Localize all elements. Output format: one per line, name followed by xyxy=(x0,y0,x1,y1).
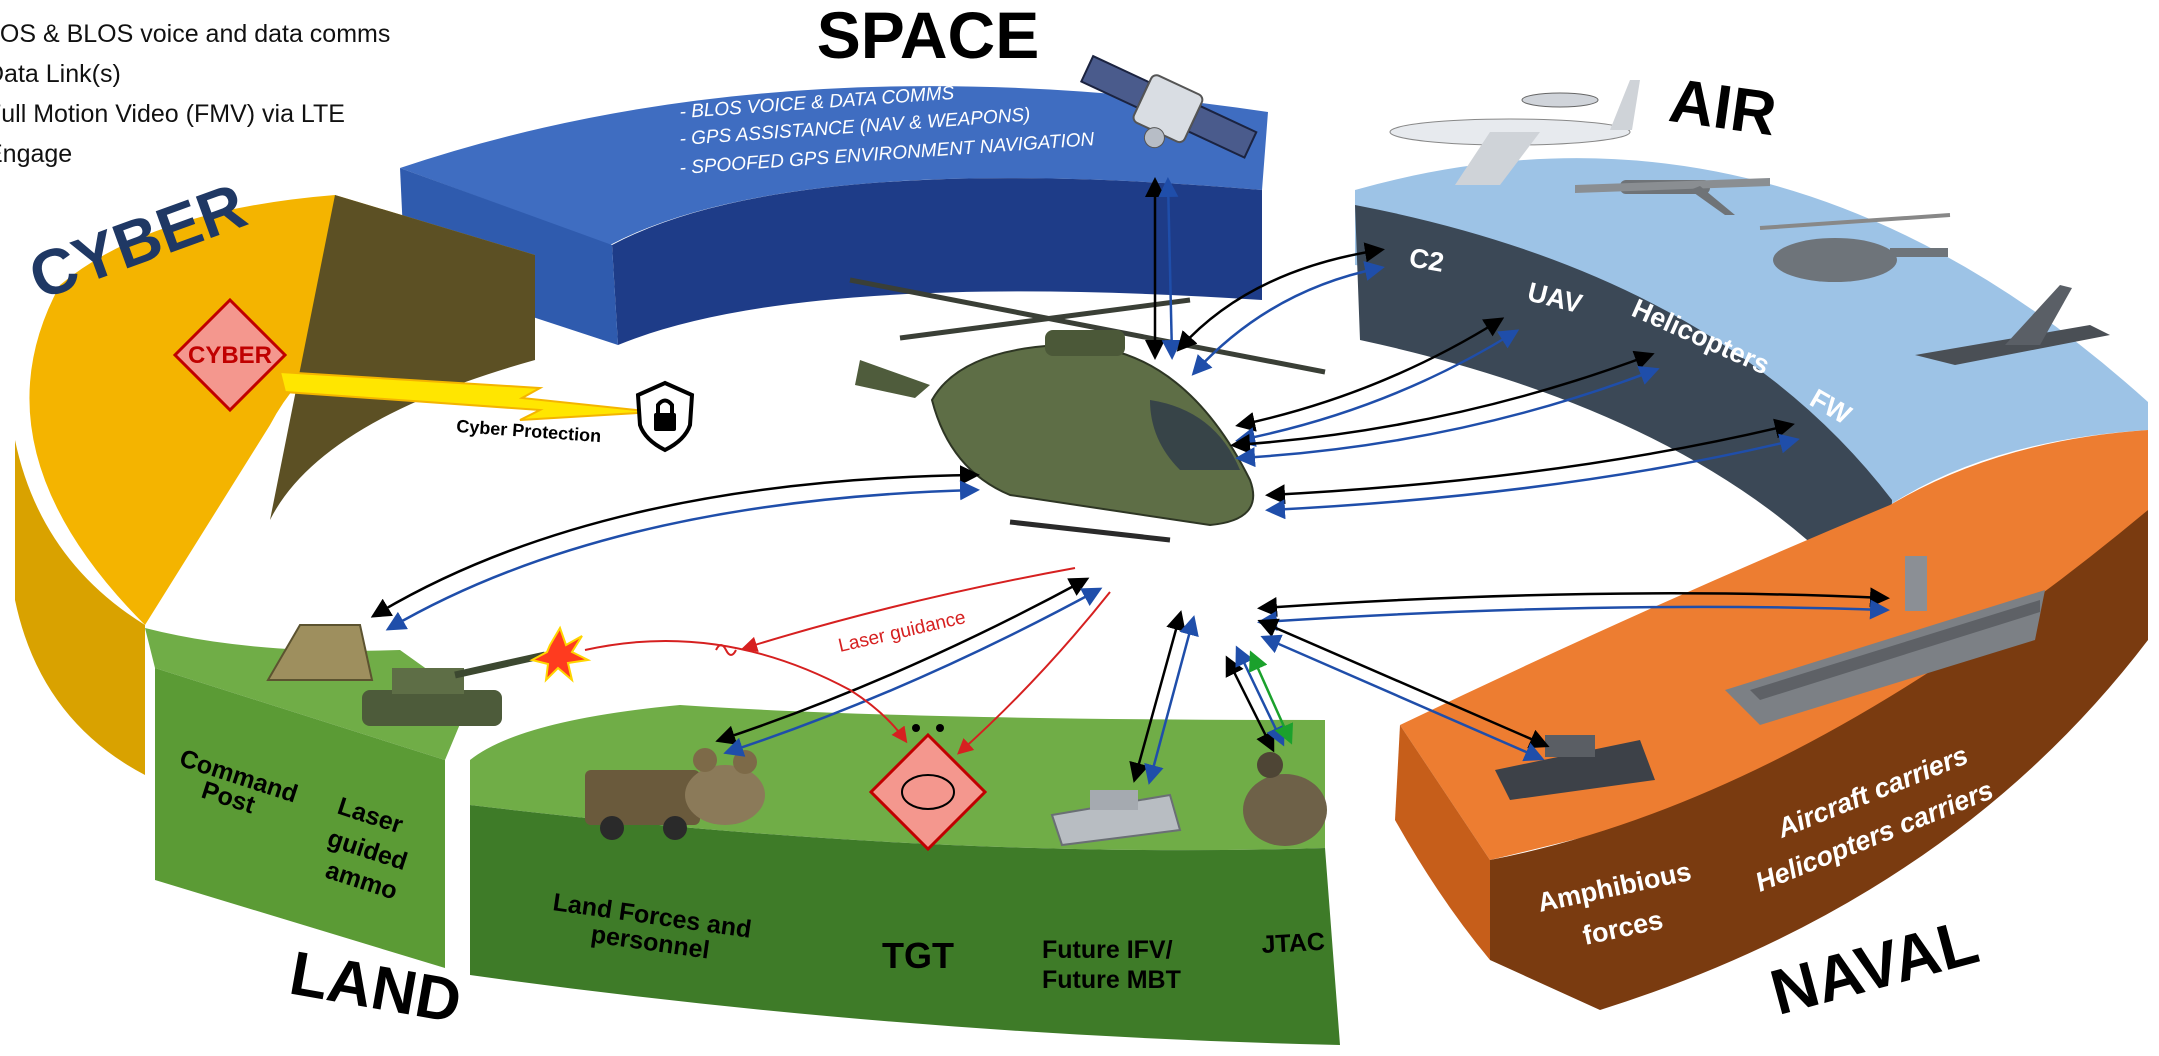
artillery-tank-icon xyxy=(362,651,546,726)
land-command-post-top xyxy=(145,628,470,760)
naval-segment-front xyxy=(1395,725,1490,960)
amphibious-boat-icon xyxy=(1495,735,1655,800)
land-command-post-front xyxy=(155,668,445,968)
cyber-segment xyxy=(15,195,535,775)
cyber-badge-label: CYBER xyxy=(188,342,272,369)
legend-item-data-link: Data Link(s) xyxy=(0,60,121,88)
cyber-segment-inner xyxy=(270,195,535,520)
laser-wave-icon xyxy=(715,644,737,656)
central-helicopter-icon xyxy=(849,277,1326,543)
link-space-blue xyxy=(1158,177,1182,360)
laser-ray-helicopter-to-ammo xyxy=(741,567,1076,653)
legend-item-fmv: Full Motion Video (FMV) via LTE xyxy=(0,100,345,128)
uav-drone-icon xyxy=(1575,178,1770,215)
laser-guidance-links xyxy=(584,567,1111,755)
link-fw-blue xyxy=(1265,433,1800,520)
fighter-jet-icon xyxy=(1915,285,2110,365)
cyber-protection-label: Cyber Protection xyxy=(456,416,602,446)
naval-segment-side xyxy=(1490,510,2148,1010)
awacs-aircraft-icon xyxy=(1389,80,1640,185)
aircraft-carrier-icon xyxy=(1725,556,2045,725)
explosion-icon xyxy=(529,625,592,683)
link-land-forces-blue xyxy=(723,587,1103,757)
air-item-c2: C2 xyxy=(1407,242,1446,278)
link-c2-blue xyxy=(1191,261,1385,376)
space-title: SPACE xyxy=(817,0,1040,72)
link-amphibious-blue xyxy=(1260,634,1545,762)
link-command-post-blue xyxy=(385,480,980,631)
laser-ray-explosion-to-target xyxy=(584,640,908,744)
legend-item-comms: LOS & BLOS voice and data comms xyxy=(0,20,391,48)
lightning-bolt-icon xyxy=(278,370,656,421)
satellite-icon xyxy=(1079,54,1258,159)
shield-lock-icon xyxy=(635,380,695,453)
cyber-segment-top xyxy=(29,195,535,625)
soldiers-icon xyxy=(685,748,765,825)
legend: LOS & BLOS voice and data comms Data Lin… xyxy=(0,14,390,174)
laser-ray-helicopter-to-target xyxy=(957,591,1111,755)
link-jtac-green xyxy=(1248,650,1294,745)
land-jtac-label: JTAC xyxy=(1261,928,1326,959)
land-forces-vehicle-icon xyxy=(585,770,700,840)
land-main-front xyxy=(470,805,1340,1045)
link-carrier-blue xyxy=(1257,599,1890,632)
ifv-tank-icon xyxy=(1050,790,1182,847)
air-title: AIR xyxy=(1665,66,1780,149)
space-segment xyxy=(400,86,1268,345)
comm-links xyxy=(370,177,1890,785)
air-segment-top xyxy=(1355,158,2148,505)
link-command-post-black xyxy=(370,465,980,618)
space-segment-front xyxy=(612,178,1262,345)
space-segment-top xyxy=(400,86,1268,245)
land-ifv-line-1: Future IFV/ xyxy=(1042,936,1173,964)
transport-helicopter-icon xyxy=(1759,213,1951,282)
cyber-badge: CYBER xyxy=(172,297,288,413)
land-tgt-label: TGT xyxy=(882,935,954,976)
cyber-segment-front xyxy=(15,440,145,775)
command-post-tent-icon xyxy=(266,624,374,681)
link-ifv-blue xyxy=(1144,615,1199,785)
land-ifv-line-2: Future MBT xyxy=(1042,966,1181,994)
